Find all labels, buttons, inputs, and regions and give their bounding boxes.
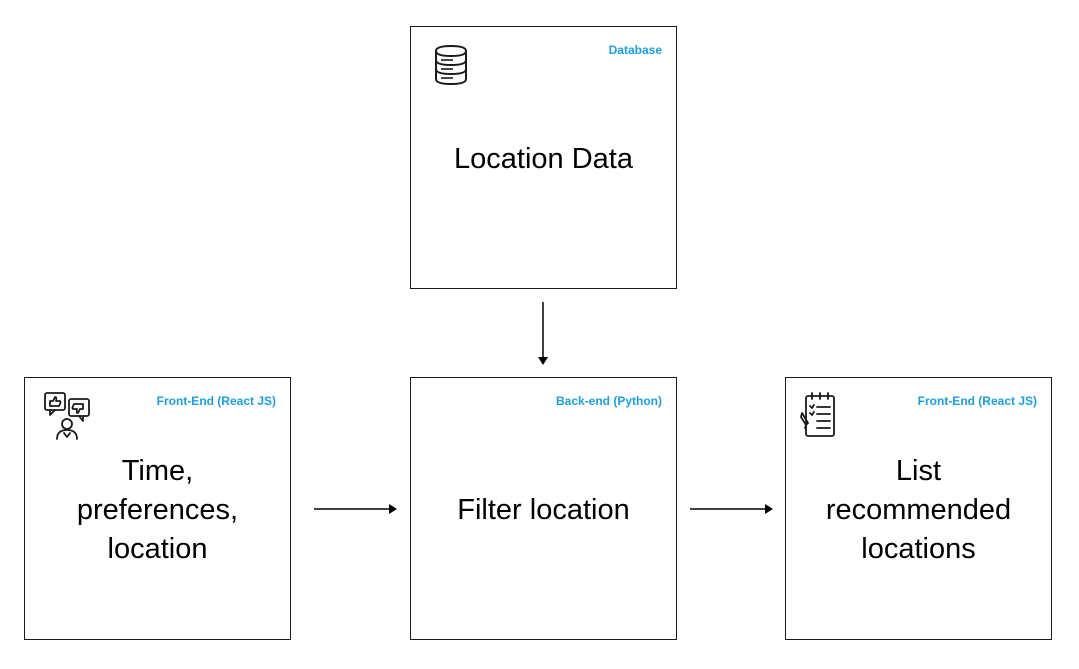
title-line: location: [107, 533, 208, 565]
node-title: List recommended locations: [786, 452, 1051, 569]
title-line: locations: [861, 533, 976, 565]
title-line: Location Data: [454, 143, 633, 175]
node-tag: Database: [608, 43, 662, 57]
database-node: Database Location Data: [410, 26, 677, 289]
node-title: Time, preferences, location: [25, 452, 290, 569]
node-title: Filter location: [411, 491, 676, 530]
node-tag: Front-End (React JS): [156, 394, 276, 408]
title-line: Time,: [121, 455, 194, 487]
arrow-database-to-filter: [538, 302, 548, 365]
arrow-filter-to-output: [690, 504, 773, 514]
filter-node: Back-end (Python) Filter location: [410, 377, 677, 640]
title-line: preferences,: [76, 494, 239, 526]
arrow-input-to-filter: [314, 504, 397, 514]
title-line: Filter location: [457, 494, 630, 526]
node-title: Location Data: [411, 140, 676, 179]
title-line: List: [895, 455, 942, 487]
feedback-icon: [44, 392, 90, 440]
database-icon: [435, 44, 467, 86]
title-line: recommended: [825, 494, 1012, 526]
input-node: Front-End (React JS) Time, preferences, …: [24, 377, 291, 640]
node-tag: Back-end (Python): [555, 394, 662, 408]
checklist-icon: [800, 392, 835, 437]
output-node: Front-End (React JS) List recommended lo…: [785, 377, 1052, 640]
node-tag: Front-End (React JS): [917, 394, 1037, 408]
